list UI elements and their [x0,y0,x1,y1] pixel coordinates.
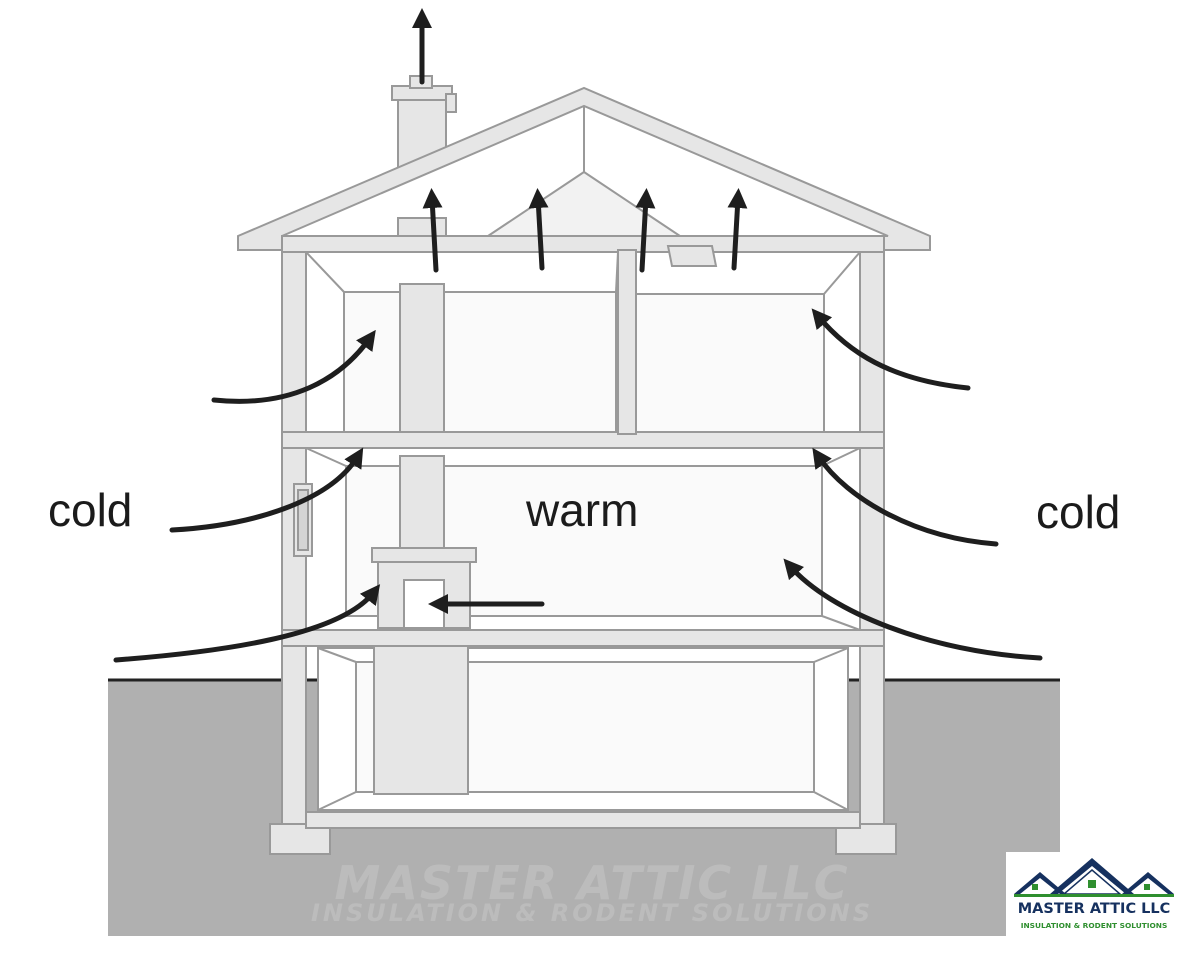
arrow-left-middle [169,447,364,533]
label-cold-right: cold [1036,486,1121,538]
watermark-name: MASTER ATTIC LLC [334,856,850,910]
company-logo: MASTER ATTIC LLC INSULATION & RODENT SOL… [1006,852,1182,938]
arrow-attic-exhaust-2 [528,188,549,271]
arrow-attic-exhaust-1 [422,188,443,273]
watermark-tagline: INSULATION & RODENT SOLUTIONS [310,899,874,927]
logo-house-icon [1014,858,1174,897]
arrow-right-upper [811,308,971,391]
label-cold-left: cold [48,484,133,536]
arrow-right-lower [783,558,1043,661]
logo-tagline: INSULATION & RODENT SOLUTIONS [1020,921,1168,930]
house-structure [237,75,931,855]
arrow-attic-exhaust-4 [727,188,748,271]
arrow-left-lower [113,584,381,663]
arrow-attic-exhaust-3 [635,188,656,273]
label-warm: warm [526,484,639,536]
airflow-arrows [113,8,1043,663]
arrow-right-middle [812,447,999,547]
arrow-left-upper [211,329,376,404]
logo-company-name: MASTER ATTIC LLC [1017,901,1171,917]
